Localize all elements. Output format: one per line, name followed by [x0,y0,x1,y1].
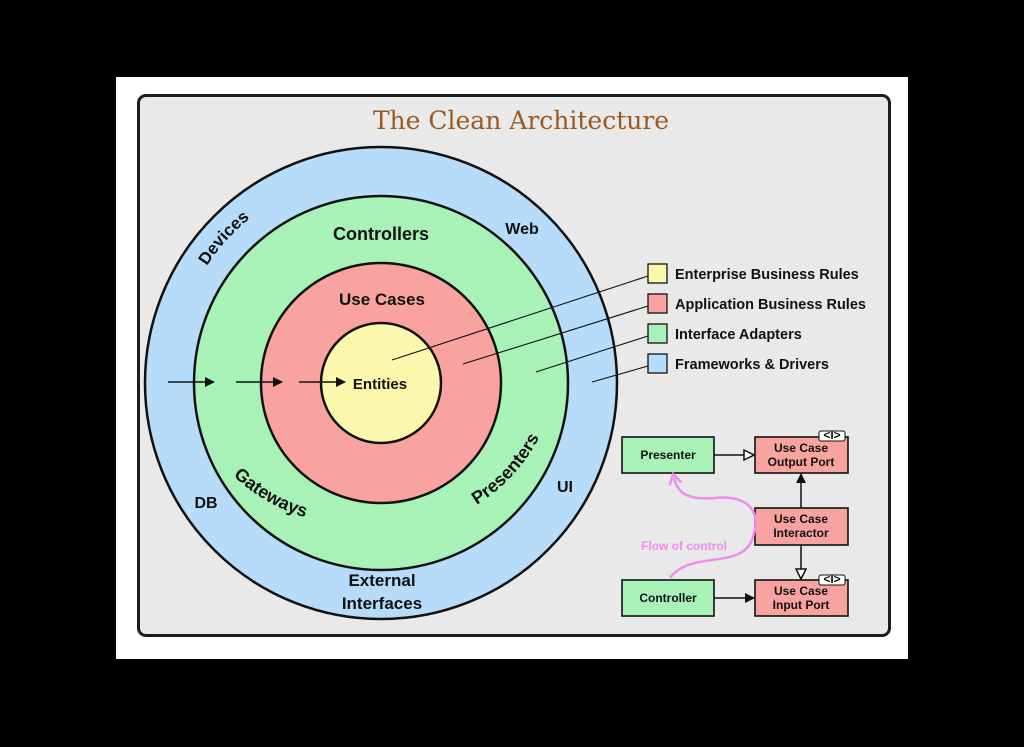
output-port-interface-badge [818,430,846,442]
output-port-interface-marker: <I> [823,428,840,442]
input-port-box [754,579,849,617]
external-interfaces-label-line2: Interfaces [342,594,422,613]
db-label: DB [194,495,217,512]
flow-of-control-diagram: Presenter Use Case Output Port <I> Use C… [621,428,849,617]
legend-label-adapters: Interface Adapters [675,327,802,343]
output-port-label-line2: Output Port [768,455,835,469]
flow-of-control-curve [670,478,757,579]
external-interfaces-label-line1: External [348,571,415,590]
controller-label: Controller [639,591,697,605]
entities-core [319,321,443,445]
input-port-label-line1: Use Case [774,584,828,598]
use-cases-label: Use Cases [339,290,425,309]
legend-swatch-adapters [647,323,668,344]
legend-label-enterprise: Enterprise Business Rules [675,267,859,283]
input-port-interface-badge [818,574,846,586]
legend-leader-enterprise [391,275,649,361]
diagram-title: The Clean Architecture [373,106,669,135]
controller-box [621,579,715,617]
legend-swatch-application [647,293,668,314]
legend-label-application: Application Business Rules [675,297,866,313]
legend-leader-application [462,305,649,365]
presenter-label: Presenter [640,448,696,462]
flow-of-control-label: Flow of control [641,539,727,553]
interactor-label-line1: Use Case [774,512,828,526]
interactor-box [754,507,849,546]
legend-swatch-frameworks [647,353,668,374]
controllers-label: Controllers [333,224,429,244]
output-port-label-line1: Use Case [774,441,828,455]
output-port-box [754,436,849,474]
legend-swatch-enterprise [647,263,668,284]
legend-leader-frameworks [591,365,649,383]
legend-label-frameworks: Frameworks & Drivers [675,357,829,373]
input-port-interface-marker: <I> [823,572,840,586]
interactor-label-line2: Interactor [773,526,829,540]
web-label: Web [505,221,539,238]
legend-leader-adapters [535,335,649,373]
entities-label: Entities [353,376,407,393]
legend: Enterprise Business Rules Application Bu… [647,263,866,374]
input-port-label-line2: Input Port [773,598,830,612]
ui-label: UI [557,479,573,496]
